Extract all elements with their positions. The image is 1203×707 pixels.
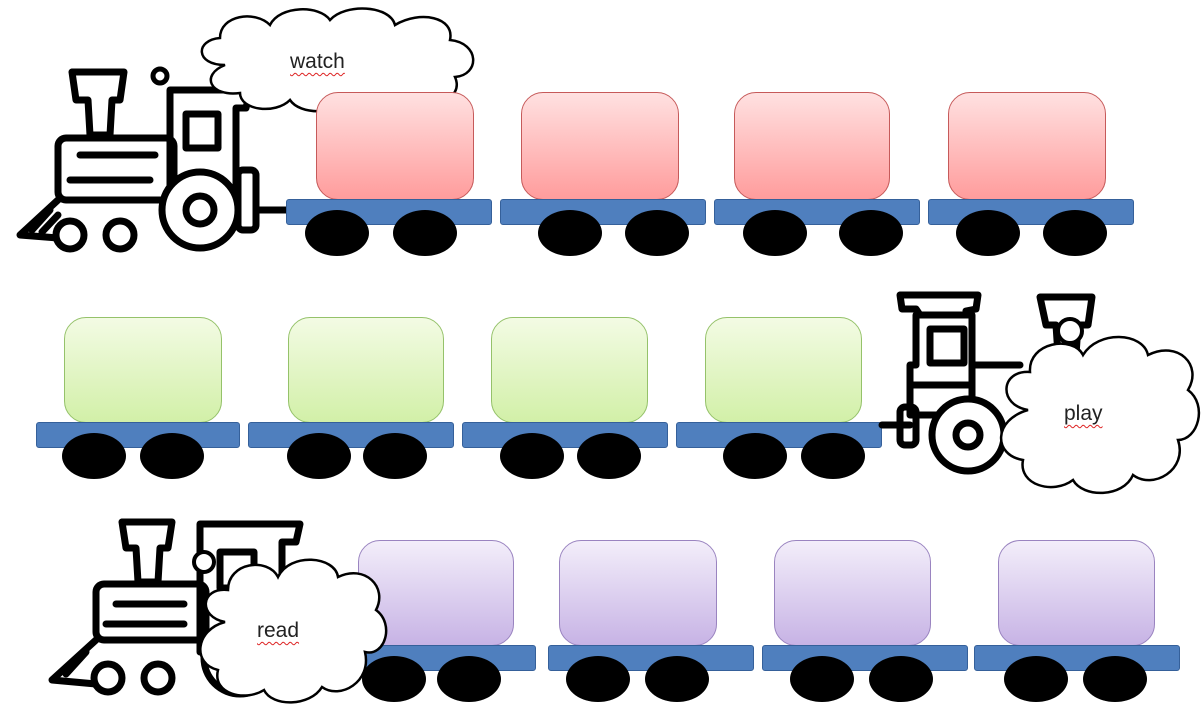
- wheel: [305, 210, 369, 256]
- cloud-label-watch: watch: [290, 50, 345, 73]
- wheel: [577, 433, 641, 479]
- wheel: [1004, 656, 1068, 702]
- wheel: [500, 433, 564, 479]
- cargo-box: [64, 317, 222, 423]
- cloud-label-read: read: [257, 619, 300, 642]
- cargo-box: [288, 317, 444, 423]
- thought-cloud-icon: [200, 7, 475, 113]
- wheel: [62, 433, 126, 479]
- wheel: [790, 656, 854, 702]
- wheel: [869, 656, 933, 702]
- wheel: [743, 210, 807, 256]
- thought-cloud-icon: [999, 335, 1201, 495]
- wheel: [287, 433, 351, 479]
- cargo-box: [491, 317, 648, 423]
- wheel: [538, 210, 602, 256]
- cargo-box: [559, 540, 717, 646]
- wheel: [566, 656, 630, 702]
- wheel: [363, 433, 427, 479]
- cargo-box: [316, 92, 474, 200]
- car-bed: [974, 645, 1180, 671]
- wheel: [625, 210, 689, 256]
- wheel: [393, 210, 457, 256]
- wheel: [801, 433, 865, 479]
- cargo-box: [521, 92, 679, 200]
- wheel: [723, 433, 787, 479]
- cargo-box: [948, 92, 1106, 200]
- thought-cloud-icon: [199, 558, 388, 704]
- wheel: [1083, 656, 1147, 702]
- wheel: [362, 656, 426, 702]
- wheel: [1043, 210, 1107, 256]
- wheel: [645, 656, 709, 702]
- cloud-label-play: play: [1064, 402, 1103, 425]
- cargo-box: [998, 540, 1155, 646]
- cargo-box: [734, 92, 890, 200]
- cargo-box: [705, 317, 862, 423]
- wheel: [956, 210, 1020, 256]
- cargo-box: [774, 540, 931, 646]
- wheel: [437, 656, 501, 702]
- wheel: [839, 210, 903, 256]
- wheel: [140, 433, 204, 479]
